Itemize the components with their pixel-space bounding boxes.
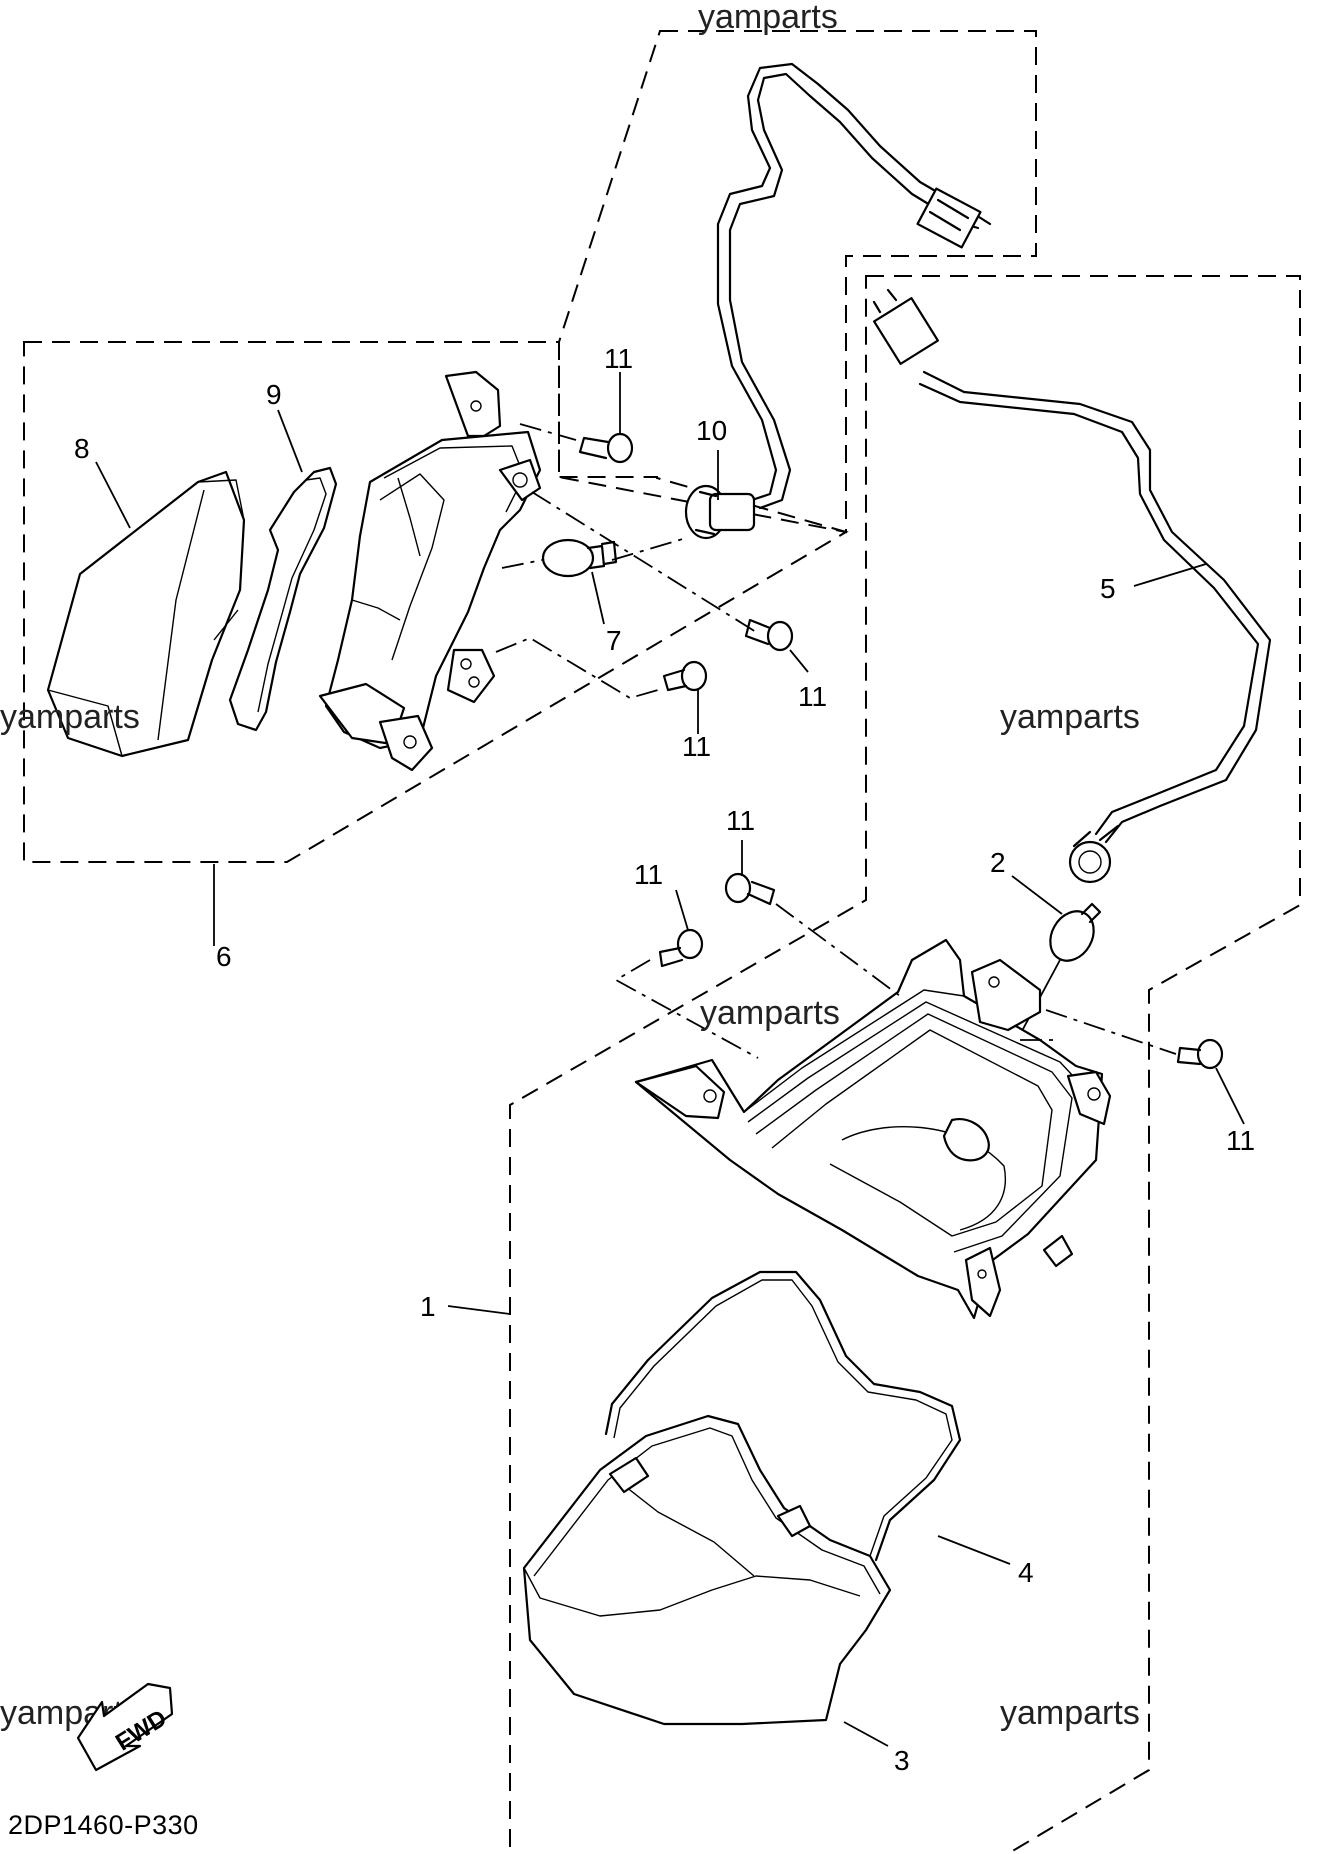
- screw-11-e: [658, 928, 704, 968]
- callout-11-c: 11: [682, 731, 711, 762]
- assembly-line-1: [519, 423, 577, 441]
- leader-1: [447, 1305, 511, 1315]
- leader-4: [937, 1535, 1011, 1565]
- leader-8: [95, 461, 131, 529]
- lens-3: [522, 1414, 892, 1726]
- lamp-body-1: [634, 938, 1112, 1320]
- harness-10: [716, 62, 992, 510]
- leader-7: [591, 571, 605, 625]
- callout-6: 6: [216, 941, 232, 972]
- callout-3: 3: [894, 1745, 910, 1776]
- watermark-bottom-right: yamparts: [1000, 1694, 1140, 1732]
- assembly-line-4: [611, 537, 687, 561]
- callout-9: 9: [266, 379, 282, 410]
- callout-1: 1: [420, 1291, 436, 1322]
- leader-5: [1133, 563, 1207, 587]
- diagram-code: 2DP1460-P330: [8, 1810, 199, 1840]
- watermark-right: yamparts: [1000, 698, 1140, 736]
- assembly-line-2: [531, 491, 757, 633]
- leader-11e: [675, 889, 689, 931]
- assembly-line-5: [495, 636, 659, 699]
- group-boundary-6: [23, 341, 849, 863]
- watermark-left: yamparts: [0, 698, 140, 736]
- gasket-4: [604, 1270, 962, 1562]
- callout-11-f: 11: [1226, 1125, 1255, 1156]
- leader-9: [277, 409, 303, 473]
- screw-11-d: [724, 872, 776, 906]
- gasket-9: [228, 466, 338, 732]
- callout-8: 8: [74, 433, 90, 464]
- assembly-line-6: [775, 903, 901, 997]
- callout-11-a: 11: [604, 343, 633, 374]
- callout-4: 4: [1018, 1557, 1034, 1588]
- callout-11-b: 11: [798, 681, 827, 712]
- leader-2: [1011, 875, 1063, 915]
- socket-10: [684, 484, 756, 540]
- screw-11-c: [662, 660, 708, 692]
- callout-11-d: 11: [726, 805, 755, 836]
- screw-11-b: [744, 618, 794, 652]
- callout-2: 2: [990, 847, 1006, 878]
- screw-11-a: [578, 432, 634, 464]
- watermark-top: yamparts: [698, 0, 838, 36]
- callout-5: 5: [1100, 573, 1116, 604]
- leader-11f: [1215, 1067, 1245, 1125]
- watermark-center: yamparts: [700, 994, 840, 1032]
- leader-11b: [789, 649, 809, 673]
- group-boundary-1: [509, 275, 1301, 1854]
- bulb-7: [541, 538, 618, 578]
- assembly-line-3: [501, 559, 543, 569]
- callout-10: 10: [696, 415, 727, 446]
- callout-11-e: 11: [634, 859, 663, 890]
- lens-8: [46, 470, 246, 758]
- socket-icon: [1068, 840, 1112, 884]
- housing-6: [318, 370, 542, 772]
- connector-icon: [916, 187, 982, 249]
- leader-3: [843, 1721, 889, 1747]
- assembly-line-7: [614, 959, 759, 1059]
- callout-7: 7: [606, 625, 622, 656]
- harness-5: [872, 288, 1272, 884]
- assembly-line-8: [1045, 1009, 1177, 1055]
- screw-11-f: [1176, 1038, 1224, 1070]
